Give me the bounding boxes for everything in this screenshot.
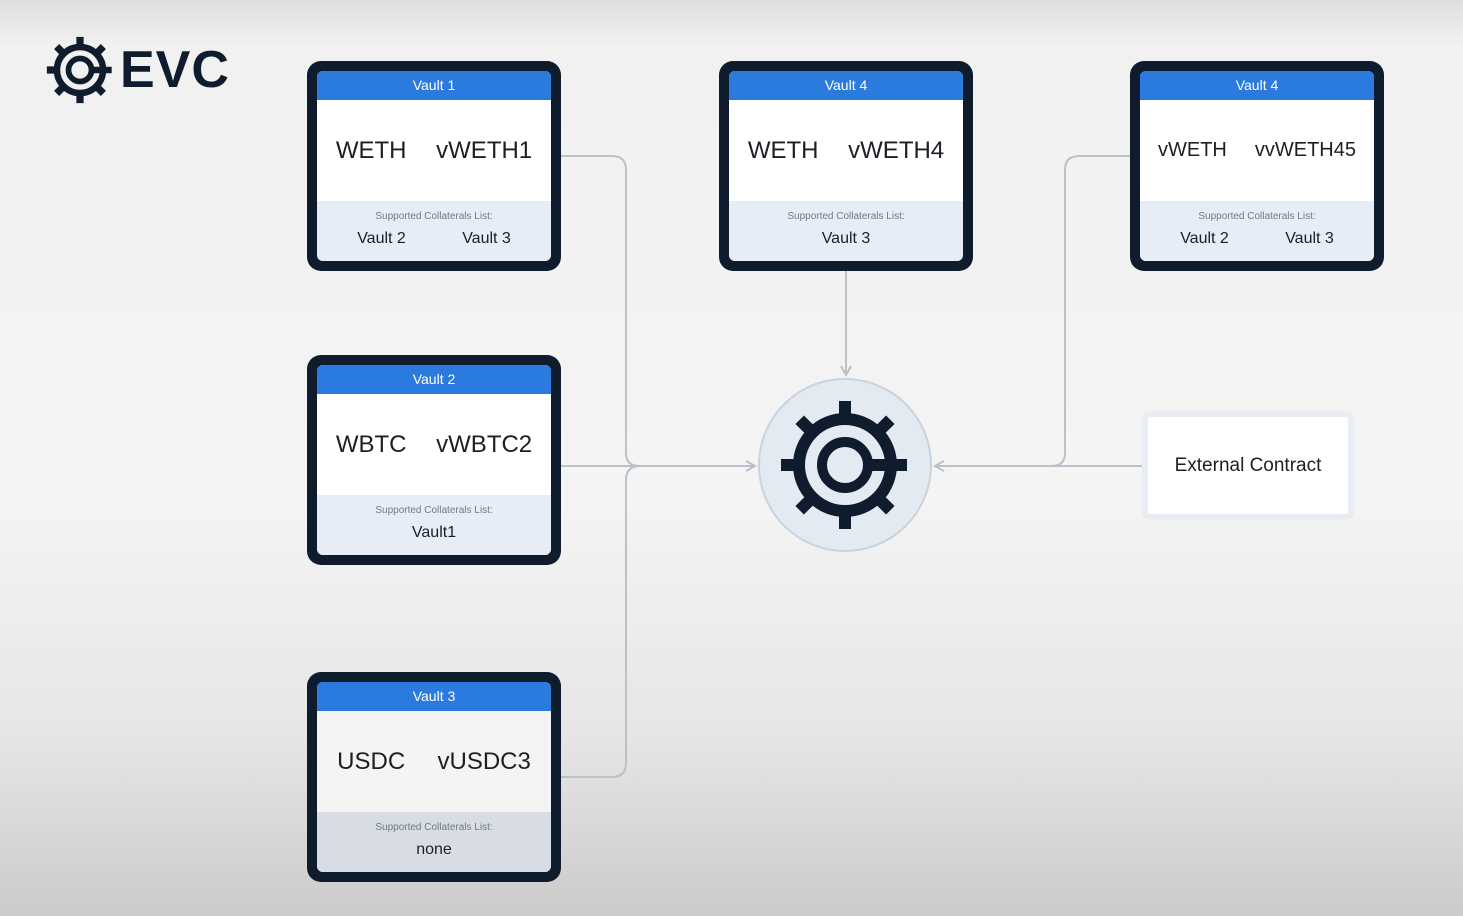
- connector-vault3: [550, 465, 641, 778]
- collateral-item: none: [416, 841, 452, 858]
- share-token: vvWETH45: [1254, 139, 1356, 161]
- vault-title: Vault 1: [317, 71, 551, 100]
- share-token: vWETH4: [848, 136, 945, 164]
- logo-text: EVC: [120, 41, 230, 99]
- collateral-item: Vault 3: [462, 230, 511, 247]
- vault-title: Vault 4: [729, 71, 963, 100]
- asset-token: WETH: [747, 136, 819, 164]
- vault-card-vault1: Vault 1 WETH vWETH1 Supported Collateral…: [307, 61, 561, 271]
- gear-icon: [46, 36, 112, 104]
- share-token: vWBTC2: [436, 430, 533, 458]
- collateral-item: Vault1: [411, 524, 457, 541]
- collaterals-label: Supported Collaterals List:: [375, 505, 493, 516]
- vault-title: Vault 4: [1140, 71, 1374, 100]
- collaterals-label: Supported Collaterals List:: [787, 211, 905, 222]
- evc-logo: EVC: [44, 34, 230, 106]
- vault-card-vault3: Vault 3 USDC vUSDC3 Supported Collateral…: [307, 672, 561, 882]
- vault-title: Vault 2: [317, 365, 551, 394]
- vault-card-vault2: Vault 2 WBTC vWBTC2 Supported Collateral…: [307, 355, 561, 565]
- collaterals-label: Supported Collaterals List:: [375, 822, 493, 833]
- external-contract-label: External Contract: [1174, 454, 1322, 476]
- collateral-item: Vault 2: [1180, 230, 1229, 247]
- collaterals-label: Supported Collaterals List:: [375, 211, 493, 222]
- collateral-item: Vault 3: [821, 230, 871, 247]
- evc-hub: [757, 377, 933, 553]
- vault-title: Vault 3: [317, 682, 551, 711]
- asset-token: USDC: [337, 747, 406, 775]
- vault-card-vault4: Vault 4 WETH vWETH4 Supported Collateral…: [719, 61, 973, 271]
- connector-vault45: [1050, 155, 1142, 467]
- asset-token: vWETH: [1157, 139, 1227, 161]
- collateral-item: Vault 3: [1285, 230, 1334, 247]
- collaterals-label: Supported Collaterals List:: [1198, 211, 1316, 222]
- external-contract-box: External Contract: [1142, 411, 1354, 520]
- asset-token: WETH: [335, 136, 407, 164]
- share-token: vUSDC3: [437, 747, 531, 775]
- share-token: vWETH1: [436, 136, 533, 164]
- gear-icon: [781, 401, 907, 529]
- connector-vault1: [550, 155, 641, 467]
- vault-card-vault45: Vault 4 vWETH vvWETH45 Supported Collate…: [1130, 61, 1384, 271]
- asset-token: WBTC: [335, 430, 407, 458]
- collateral-item: Vault 2: [357, 230, 406, 247]
